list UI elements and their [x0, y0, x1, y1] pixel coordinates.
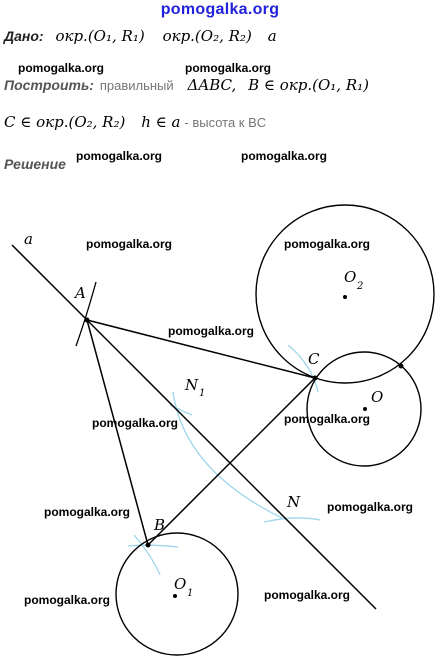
arc-c — [287, 344, 319, 393]
watermark: pomogalka.org — [185, 61, 272, 75]
point-o — [363, 407, 367, 411]
arc-mark-a — [75, 281, 97, 347]
watermark: pomogalka.org — [327, 500, 414, 514]
solution-line: Решение — [4, 156, 66, 186]
construct-cond-h: h ∈ a — [141, 113, 181, 131]
construct-line-2: C ∈ окр.(O₂, R₂) h ∈ a - высота к BC — [4, 113, 266, 143]
construct-colon: : — [89, 77, 94, 93]
construction-arcs — [127, 344, 321, 576]
segment-ab — [86, 319, 149, 546]
point-b — [145, 542, 151, 548]
watermark: pomogalka.org — [168, 324, 255, 338]
label-n: N — [286, 493, 301, 511]
label-c: C — [308, 350, 320, 368]
point-c — [312, 375, 318, 381]
given-circle1: окр.(O₁, R₁) — [55, 27, 145, 45]
watermark: pomogalka.org — [44, 505, 131, 519]
label-n1: N — [184, 376, 199, 394]
label-o1-sub: 1 — [187, 588, 193, 599]
arc-n — [263, 517, 321, 523]
watermark: pomogalka.org — [76, 149, 163, 163]
construct-cond-c: C ∈ окр.(O₂, R₂) — [4, 113, 126, 131]
watermark: pomogalka.org — [241, 149, 328, 163]
label-o: O — [371, 388, 383, 406]
watermark: pomogalka.org — [86, 237, 173, 251]
watermark: pomogalka.org — [284, 237, 371, 251]
given-line: Дано: окр.(O₁, R₁) окр.(O₂, R₂) a — [4, 27, 277, 57]
line-a — [11, 244, 377, 610]
given-colon: : — [38, 28, 44, 44]
label-line-a: a — [24, 230, 33, 248]
segment-ac — [86, 319, 316, 379]
label-o1: O — [174, 575, 186, 593]
construct-line: Построить: правильный ΔABC, B ∈ окр.(O₁,… — [4, 76, 369, 106]
watermark: pomogalka.org — [24, 593, 111, 607]
given-label: Дано — [4, 28, 39, 44]
construct-cond-b: B ∈ окр.(O₁, R₁) — [248, 76, 370, 94]
point-o2 — [343, 295, 347, 299]
circle-o2 — [255, 204, 435, 384]
watermark: pomogalka.org — [18, 61, 105, 75]
construct-tail: - высота к BC — [184, 115, 267, 130]
watermark: pomogalka.org — [284, 412, 371, 426]
label-a: A — [73, 284, 86, 302]
arc-b-1 — [133, 534, 161, 576]
circle-o1 — [115, 532, 239, 656]
construct-text: правильный — [99, 78, 174, 93]
solution-label: Решение — [4, 156, 66, 172]
label-b: B — [153, 516, 165, 534]
arc-b-2 — [127, 544, 179, 548]
label-o2: O — [344, 268, 356, 286]
label-o2-sub: 2 — [356, 281, 363, 292]
given-circle2: окр.(O₂, R₂) — [162, 27, 252, 45]
point-o1 — [173, 594, 177, 598]
site-title: pomogalka.org — [160, 1, 280, 18]
arc-n1 — [169, 404, 193, 416]
point-intersection — [398, 363, 404, 369]
construct-triangle: ΔABC, — [187, 76, 237, 94]
construct-label: Построить — [4, 77, 90, 93]
watermark: pomogalka.org — [264, 588, 351, 602]
label-n1-sub: 1 — [199, 388, 205, 399]
circle-o — [306, 351, 422, 467]
segment-bc — [147, 377, 316, 546]
point-a — [84, 317, 90, 323]
given-line-a: a — [267, 27, 277, 45]
